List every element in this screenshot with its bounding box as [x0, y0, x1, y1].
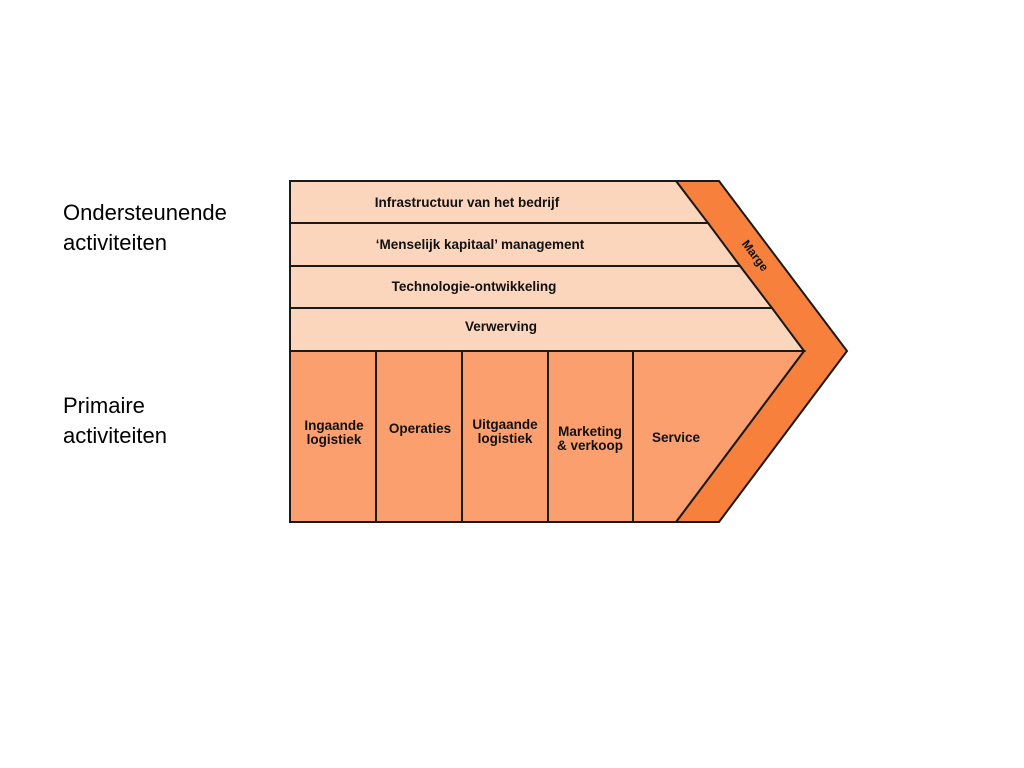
primary-label-marketing-1: Marketing — [558, 424, 622, 439]
primary-col-inbound — [289, 350, 377, 523]
primary-activities-label: Primaire activiteiten — [63, 391, 167, 451]
support-label-human-capital: ‘Menselijk kapitaal’ management — [376, 237, 585, 252]
primary-label-operations: Operaties — [389, 421, 451, 436]
primary-label-outbound-2: logistiek — [478, 431, 533, 446]
primary-label-marketing-2: & verkoop — [557, 438, 623, 453]
primary-col-outbound — [461, 350, 549, 523]
support-row-procurement — [289, 307, 806, 352]
primary-label-outbound-1: Uitgaande — [472, 417, 538, 432]
primary-col-service — [632, 350, 806, 523]
support-label-infrastructure: Infrastructuur van het bedrijf — [375, 195, 560, 210]
primary-label-line-1: Primaire — [63, 393, 145, 418]
primary-label-service: Service — [652, 430, 701, 445]
support-label-line-2: activiteiten — [63, 230, 167, 255]
primary-label-inbound-2: logistiek — [307, 432, 362, 447]
support-activities-label: Ondersteunende activiteiten — [63, 198, 227, 258]
primary-col-marketing — [547, 350, 634, 523]
support-label-technology: Technologie-ontwikkeling — [392, 279, 557, 294]
support-label-line-1: Ondersteunende — [63, 200, 227, 225]
primary-col-operations — [375, 350, 463, 523]
primary-label-inbound-1: Ingaande — [304, 418, 364, 433]
support-label-procurement: Verwerving — [465, 319, 537, 334]
primary-label-line-2: activiteiten — [63, 423, 167, 448]
